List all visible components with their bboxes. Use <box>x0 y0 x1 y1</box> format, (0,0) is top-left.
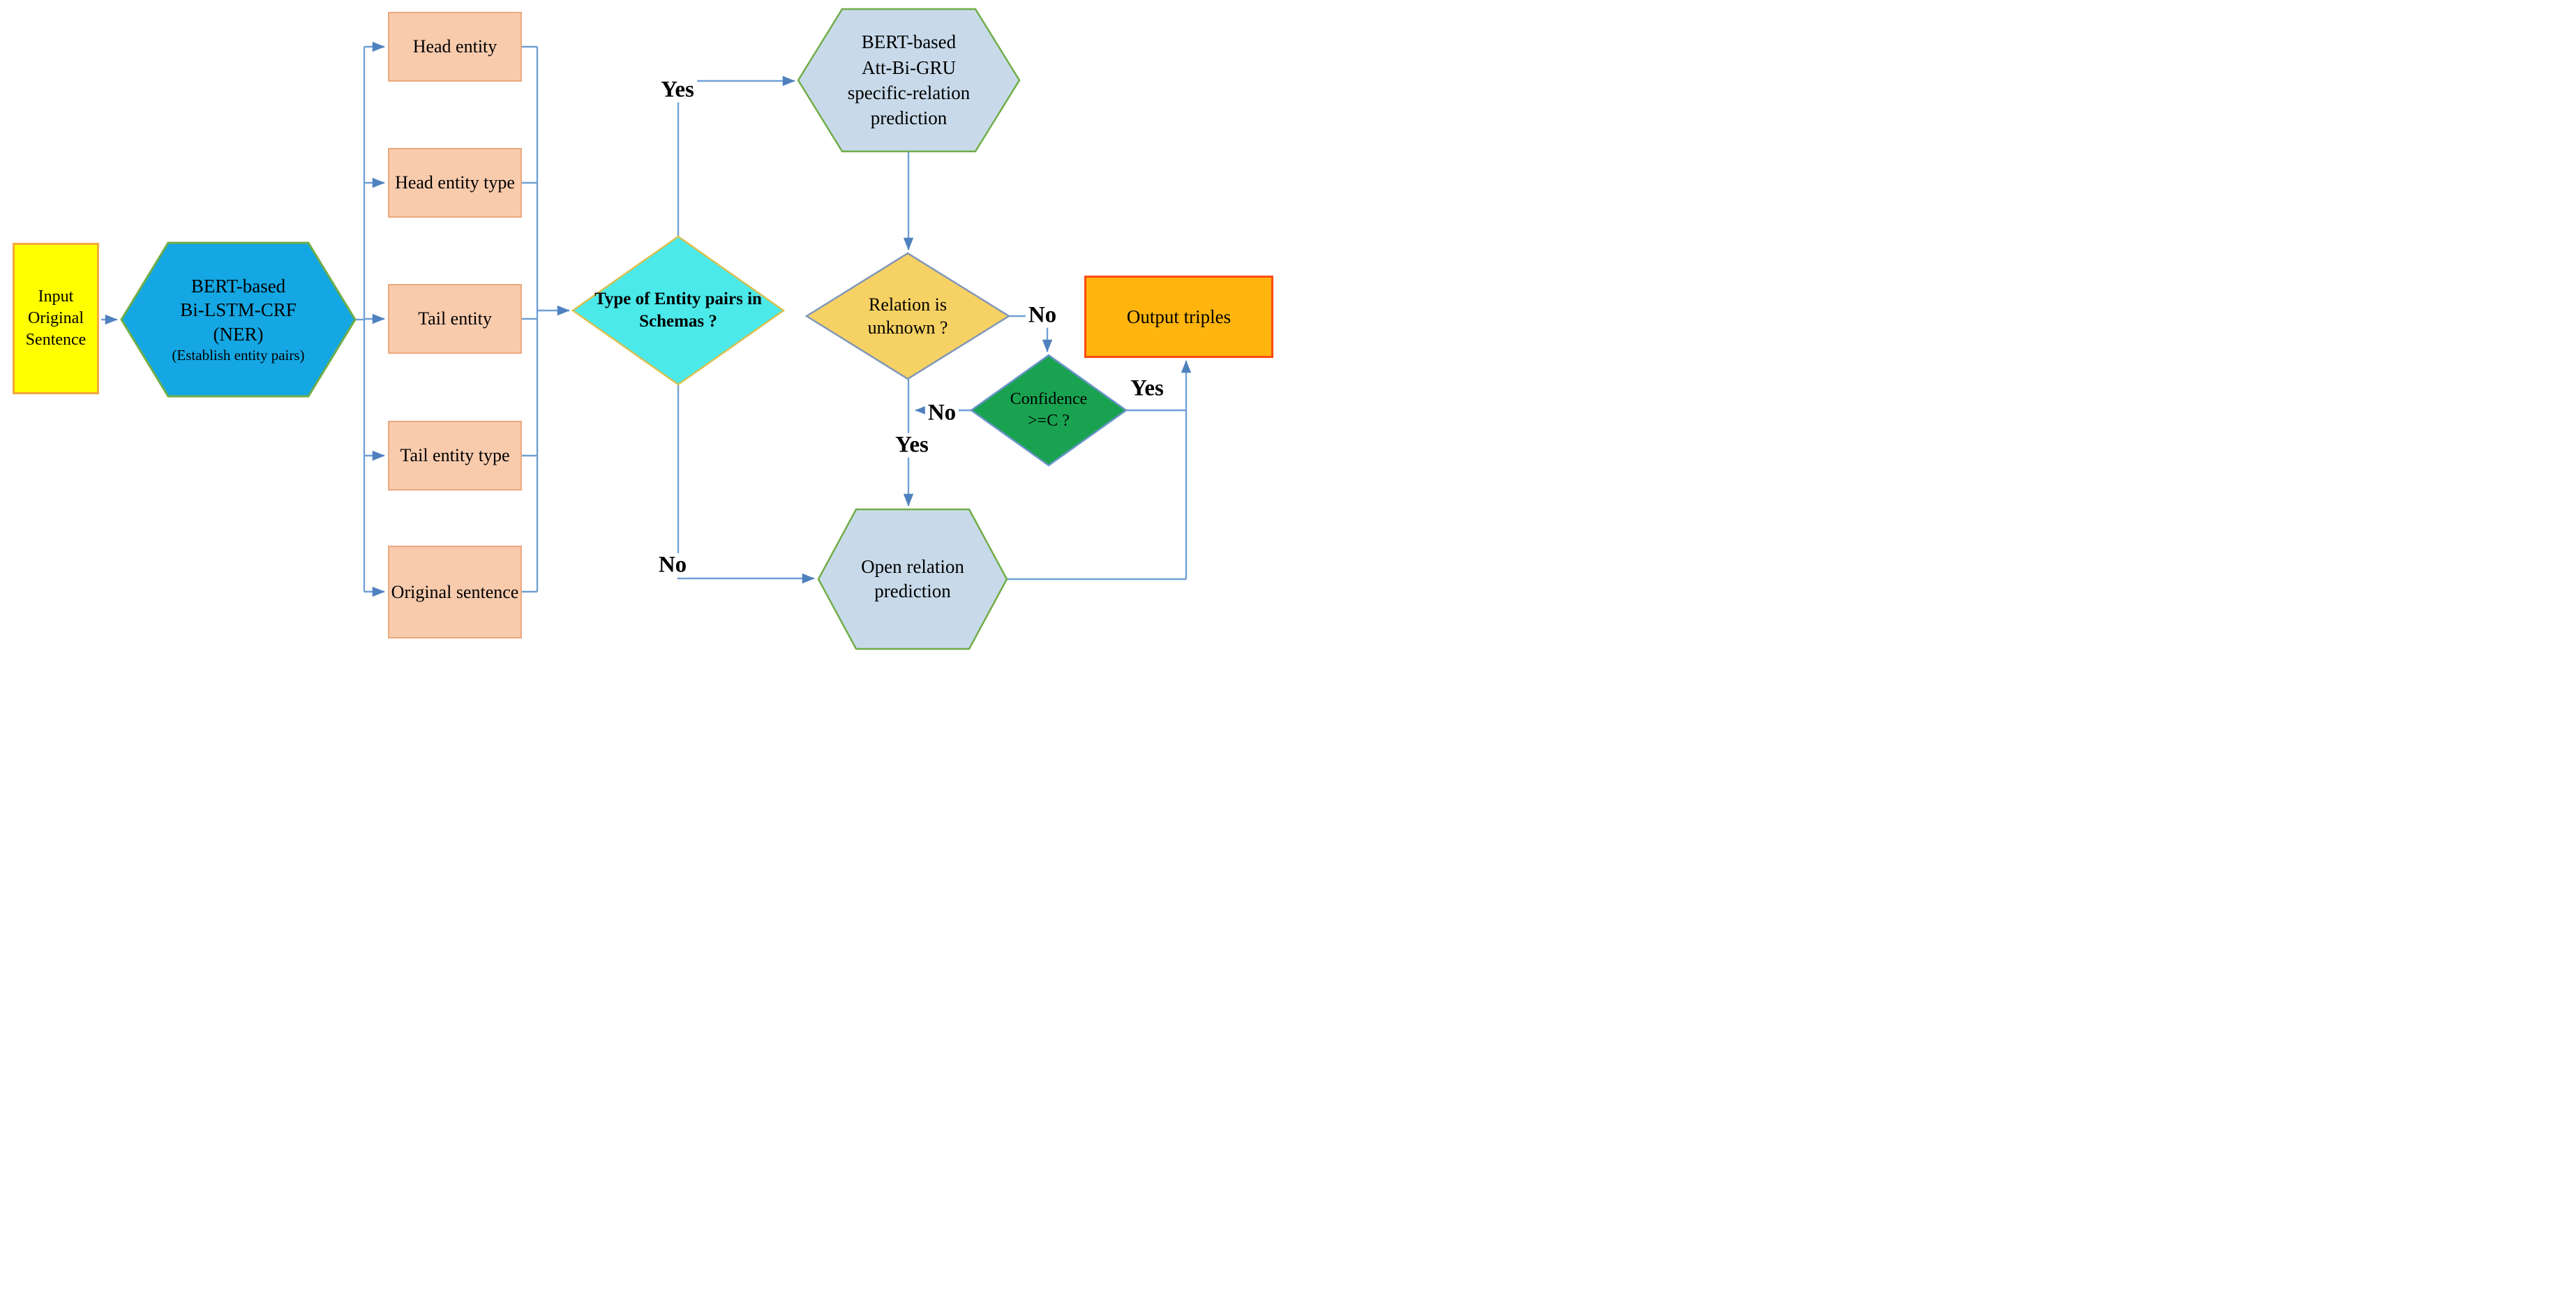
schema-diamond-shape <box>571 235 786 386</box>
ner-line-1: BERT-based <box>190 275 286 297</box>
tail-entity-label: Tail entity <box>418 308 492 329</box>
feature-box-original-sentence <box>388 546 522 638</box>
edge-label-relation-yes: Yes <box>892 433 931 458</box>
head-entity-type-label: Head entity type <box>395 172 515 193</box>
confidence-diamond-label: Confidence >=C ? <box>1010 390 1088 430</box>
feature-box-head-entity-type <box>388 148 522 218</box>
original-sentence-label: Original sentence <box>391 581 519 602</box>
ner-line-3: (NER) <box>213 323 264 345</box>
feature-box-head-entity <box>388 12 522 82</box>
att-hexagon-shape <box>797 8 1021 153</box>
relation-diamond-label: Relation is unknown ? <box>867 294 948 338</box>
ner-line-2: Bi-LSTM-CRF <box>180 299 297 321</box>
confidence-diamond-shape <box>969 354 1128 467</box>
ner-line-4: (Establish entity pairs) <box>172 347 305 364</box>
flowchart-canvas: Input Original Sentence BERT-based Bi-LS… <box>0 0 1288 654</box>
relation-diamond-shape <box>804 252 1011 380</box>
connector-schema-no-to-open-hexagon <box>677 384 815 584</box>
edge-label-confidence-yes: Yes <box>1128 377 1167 401</box>
edge-label-schema-yes: Yes <box>658 78 697 103</box>
edge-label-confidence-no: No <box>924 401 959 426</box>
input-sentence-label: Input Original Sentence <box>25 287 87 349</box>
input-sentence-node <box>13 243 99 394</box>
ner-hexagon-shape <box>120 241 357 398</box>
output-triples-label: Output triples <box>1126 306 1231 327</box>
edge-label-schema-no: No <box>655 553 690 578</box>
open-hexagon-shape <box>817 508 1008 650</box>
connector-schema-yes-to-att-hexagon <box>677 75 795 237</box>
output-triples-node <box>1084 276 1273 358</box>
open-hexagon-label: Open relation prediction <box>861 556 964 601</box>
edge-label-relation-no: No <box>1025 304 1060 328</box>
schema-diamond-label: Type of Entity pairs in Schemas ? <box>594 290 762 331</box>
ner-hexagon-label: BERT-based Bi-LSTM-CRF (NER) (Establish … <box>121 243 355 396</box>
connector-layer <box>101 8 1192 650</box>
feature-box-tail-entity <box>388 284 522 354</box>
feature-box-tail-entity-type <box>388 421 522 491</box>
tail-entity-type-label: Tail entity type <box>400 445 510 466</box>
att-hexagon-label: BERT-based Att-Bi-GRU specific-relation … <box>847 31 971 129</box>
shape-layer <box>120 8 1128 650</box>
head-entity-label: Head entity <box>412 36 497 57</box>
